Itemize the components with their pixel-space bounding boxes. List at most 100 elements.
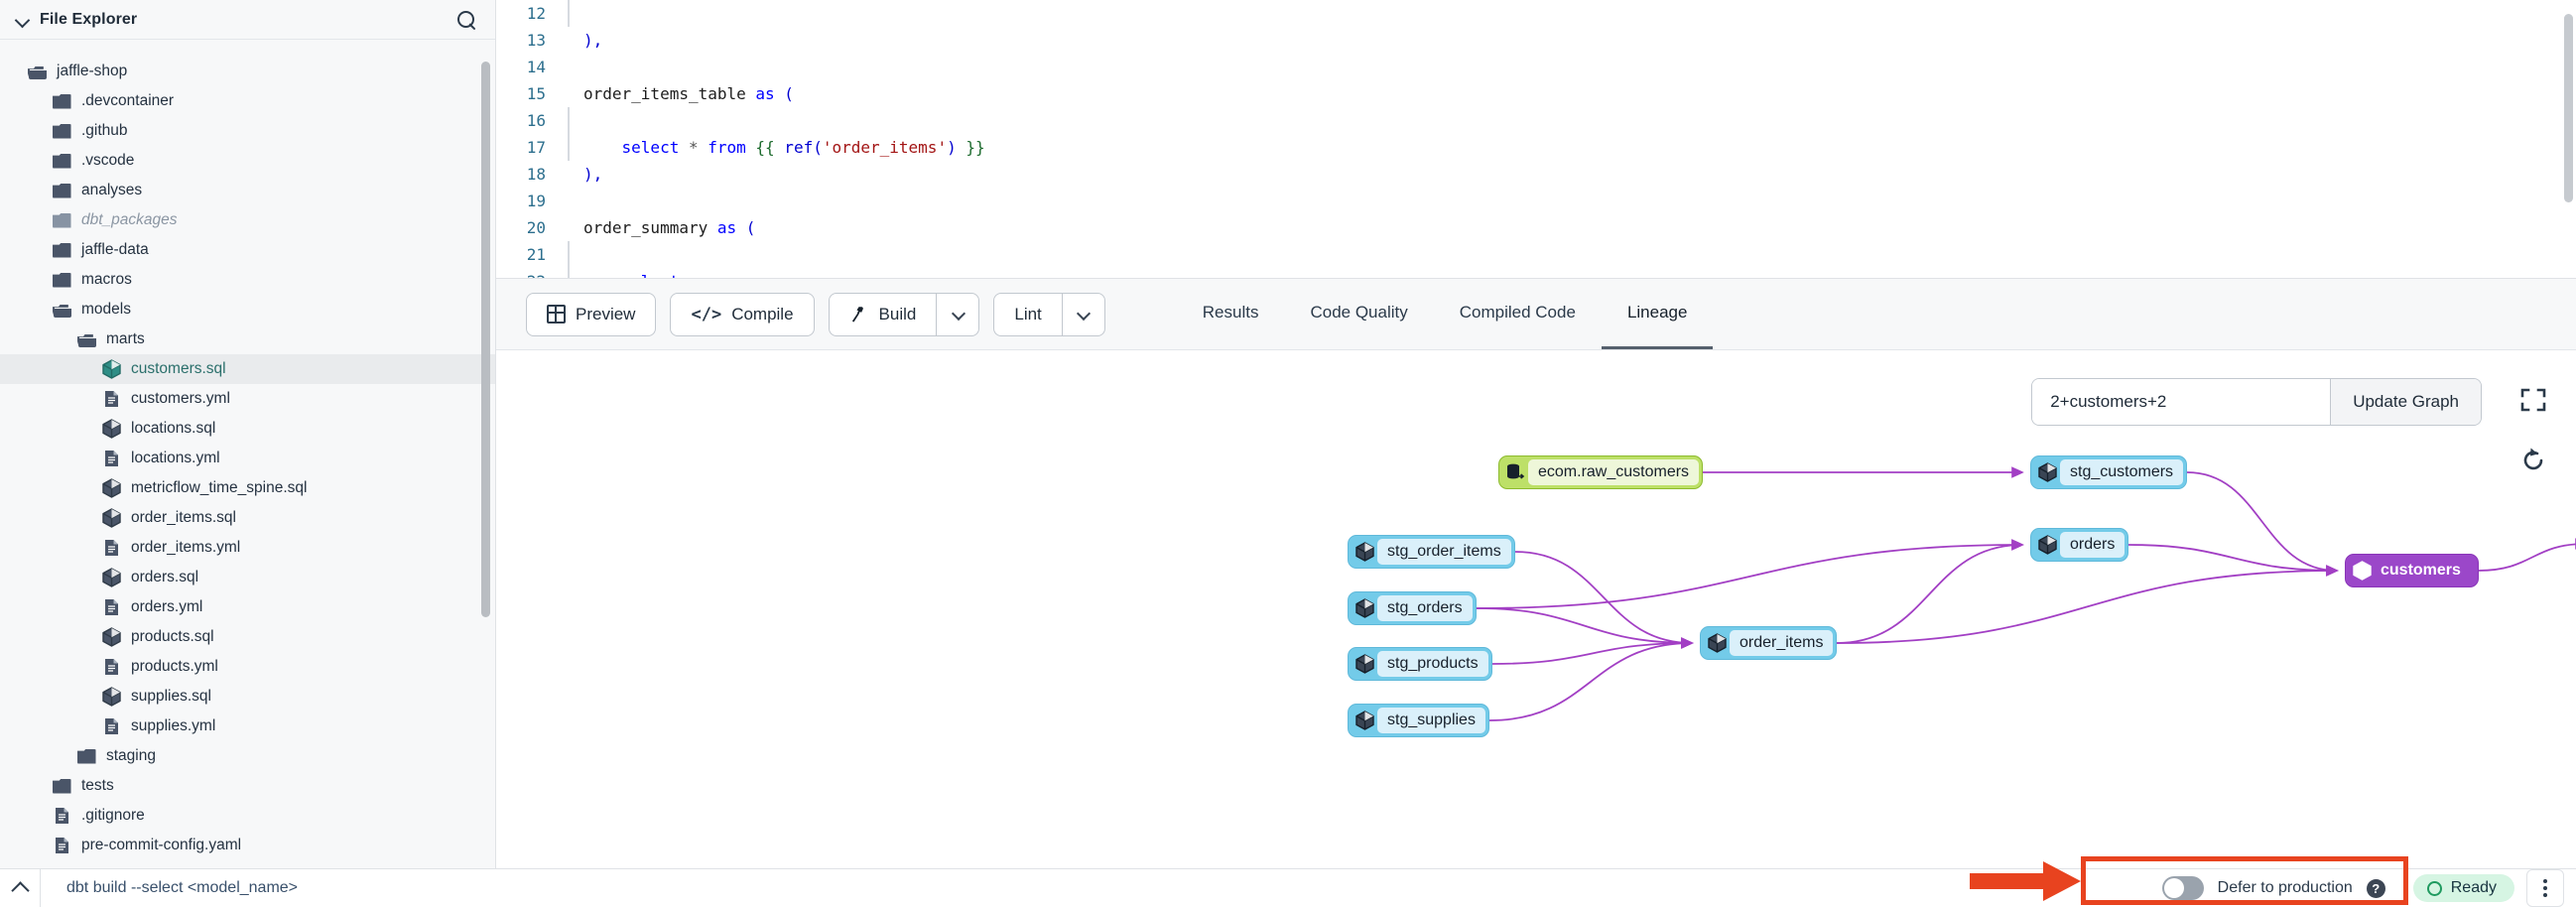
chevron-up-icon[interactable] [0, 880, 40, 897]
file-tree-item[interactable]: pre-commit-config.yaml [0, 831, 495, 860]
model-cube-icon [98, 568, 124, 587]
code-line: 14 [496, 54, 2576, 80]
file-tree-item[interactable]: supplies.yml [0, 712, 495, 741]
lineage-edges [1476, 466, 2576, 721]
tab-results[interactable]: Results [1202, 302, 1259, 322]
folder-open-icon [49, 303, 74, 318]
folder-icon [49, 124, 74, 139]
chevron-down-icon [1078, 309, 1089, 320]
yaml-file-icon [98, 539, 124, 557]
lint-button[interactable]: Lint [993, 292, 1062, 336]
lineage-node-stg-products[interactable]: stg_products [1348, 647, 1492, 681]
chevron-down-icon[interactable] [14, 11, 32, 29]
lineage-node-stg-customers[interactable]: stg_customers [2030, 455, 2188, 489]
lineage-node-orders[interactable]: orders [2030, 528, 2129, 562]
lineage-node-label: stg_supplies [1377, 708, 1485, 733]
lineage-node-ecom-raw-customers[interactable]: ecom.raw_customers [1498, 455, 1704, 489]
build-button-group: Build [828, 292, 980, 336]
file-tree-item-label: metricflow_time_spine.sql [131, 479, 308, 497]
lineage-node-stg-supplies[interactable]: stg_supplies [1348, 704, 1489, 737]
help-icon[interactable]: ? [2366, 878, 2385, 898]
file-tree-item[interactable]: customers.sql [0, 354, 495, 384]
file-tree-item[interactable]: .vscode [0, 146, 495, 176]
code-line: 12 [496, 0, 2576, 27]
file-tree-item-label: marts [106, 330, 145, 348]
file-explorer-header: File Explorer [0, 0, 495, 40]
line-number: 16 [526, 111, 546, 130]
tab-lineage[interactable]: Lineage [1601, 279, 1714, 350]
code-text: select [570, 272, 680, 278]
file-tree-item[interactable]: .gitignore [0, 801, 495, 831]
more-vertical-icon[interactable] [2526, 869, 2564, 907]
status-badge[interactable]: Ready [2412, 874, 2514, 902]
lineage-node-customers-mart[interactable]: customers [2345, 554, 2479, 587]
file-tree-item[interactable]: dbt_packages [0, 205, 495, 235]
file-tree-item[interactable]: staging [0, 741, 495, 771]
file-tree-item[interactable]: jaffle-data [0, 235, 495, 265]
file-tree-item[interactable]: locations.sql [0, 414, 495, 444]
compile-button[interactable]: </> Compile [670, 292, 815, 336]
model-cube-icon [98, 419, 124, 439]
file-tree-item-label: .devcontainer [81, 92, 175, 110]
preview-button-label: Preview [576, 304, 636, 324]
lineage-node-label: stg_products [1377, 651, 1488, 677]
model-cube-icon [98, 359, 124, 379]
file-tree-item[interactable]: orders.sql [0, 563, 495, 592]
update-graph-button[interactable]: Update Graph [2330, 379, 2481, 425]
file-tree-item[interactable]: .github [0, 116, 495, 146]
tab-code-quality[interactable]: Code Quality [1310, 302, 1408, 322]
indent-guide [568, 107, 570, 134]
cube-icon [2034, 535, 2060, 555]
lineage-node-order-items[interactable]: order_items [1700, 626, 1838, 660]
file-tree-item[interactable]: locations.yml [0, 444, 495, 473]
cube-icon [1352, 542, 1377, 562]
file-tree-item[interactable]: macros [0, 265, 495, 295]
folder-icon [49, 273, 74, 288]
file-tree-item[interactable]: products.sql [0, 622, 495, 652]
build-dropdown-button[interactable] [936, 292, 980, 336]
graph-selector-group: Update Graph [2031, 378, 2482, 426]
file-tree-item[interactable]: analyses [0, 176, 495, 205]
file-tree-item[interactable]: tests [0, 771, 495, 801]
lineage-node-label: customers [2381, 562, 2461, 579]
indent-guide [568, 268, 570, 278]
file-explorer-sidebar: File Explorer jaffle-shop .devcontainer .g… [0, 0, 496, 868]
file-tree-item[interactable]: marts [0, 324, 495, 354]
reset-icon[interactable] [2518, 445, 2548, 474]
lineage-node-stg-orders[interactable]: stg_orders [1348, 591, 1477, 625]
lint-button-label: Lint [1014, 304, 1042, 324]
file-tree-item[interactable]: customers.yml [0, 384, 495, 414]
folder-icon [49, 779, 74, 794]
file-tree-item[interactable]: orders.yml [0, 592, 495, 622]
lint-dropdown-button[interactable] [1061, 292, 1105, 336]
tab-compiled-code[interactable]: Compiled Code [1459, 302, 1576, 322]
file-tree-item[interactable]: metricflow_time_spine.sql [0, 473, 495, 503]
preview-button[interactable]: Preview [526, 292, 657, 336]
graph-selector-input[interactable] [2032, 379, 2331, 425]
file-tree-item[interactable]: supplies.sql [0, 682, 495, 712]
file-tree-item[interactable]: order_items.sql [0, 503, 495, 533]
folder-icon [49, 213, 74, 228]
file-tree-item-label: products.sql [131, 628, 214, 646]
sidebar-scrollbar[interactable] [481, 62, 490, 617]
expand-icon[interactable] [2518, 385, 2548, 415]
lineage-node-label: stg_order_items [1377, 539, 1511, 565]
file-tree-item[interactable]: order_items.yml [0, 533, 495, 563]
defer-to-production-toggle[interactable]: Defer to production ? [2148, 870, 2399, 906]
yaml-file-icon [98, 450, 124, 467]
toggle-switch[interactable] [2161, 876, 2204, 900]
file-tree-item[interactable]: products.yml [0, 652, 495, 682]
build-button[interactable]: Build [828, 292, 937, 336]
search-icon[interactable] [455, 9, 477, 31]
chevron-down-icon [953, 309, 964, 320]
file-tree-item-label: order_items.sql [131, 509, 236, 527]
editor-scrollbar[interactable] [2564, 14, 2573, 202]
file-tree-item[interactable]: .devcontainer [0, 86, 495, 116]
file-tree-item[interactable]: models [0, 295, 495, 324]
code-line: 17 select * from {{ ref('order_items') }… [496, 134, 2576, 161]
file-tree-item[interactable]: jaffle-shop [0, 57, 495, 86]
lineage-node-stg-order-items[interactable]: stg_order_items [1348, 535, 1515, 569]
